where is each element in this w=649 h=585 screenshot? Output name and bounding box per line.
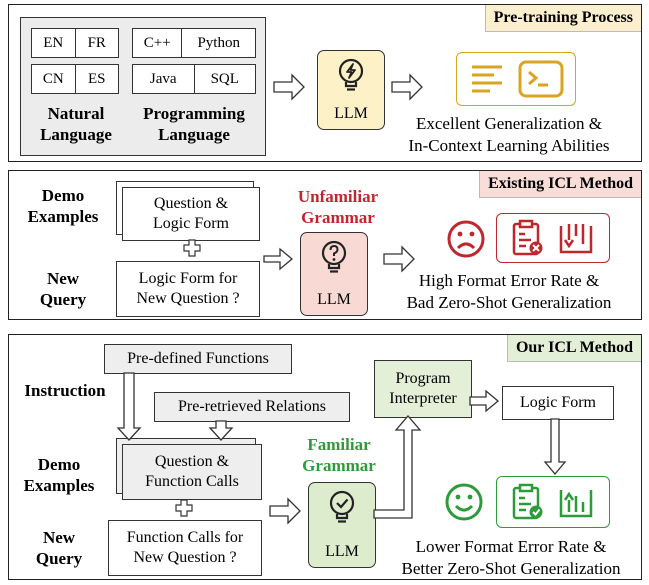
demo-examples-label-2: Demo Examples	[27, 186, 99, 226]
lang-en: EN	[43, 34, 64, 51]
terminal-icon	[518, 60, 564, 98]
predefined-functions-box: Pre-defined Functions	[104, 344, 292, 374]
lightbulb-question-icon	[321, 240, 347, 273]
lang-fr: FR	[74, 29, 119, 57]
instruction-label: Instruction	[24, 381, 106, 400]
llm-existing: LLM	[300, 232, 368, 316]
demo-box-3: Question & Function Calls	[122, 444, 262, 500]
query-box-2: Logic Form for New Question ?	[116, 261, 260, 317]
sad-face-icon	[447, 220, 485, 258]
pretrain-icons-frame	[456, 52, 576, 106]
lang-es: ES	[74, 65, 119, 93]
llm-label: LLM	[325, 543, 359, 560]
demo-examples-label-3: Demo Examples	[23, 455, 95, 495]
chart-up-icon	[559, 490, 593, 518]
query-box-3: Function Calls for New Question ?	[108, 520, 262, 576]
lang-sql: SQL	[193, 65, 256, 93]
programming-language-label: Programming Language	[134, 103, 254, 145]
pretraining-tag: Pre-training Process	[484, 5, 641, 32]
error-icons-frame	[496, 213, 610, 263]
programming-lang-row-2: Java SQL	[132, 64, 256, 94]
existing-result: High Format Error Rate & Bad Zero-Shot G…	[406, 271, 612, 312]
unfamiliar-grammar-label: Unfamiliar Grammar	[297, 187, 379, 227]
logic-form-box: Logic Form	[502, 386, 614, 420]
clipboard-error-icon	[512, 219, 543, 256]
natural-lang-row-2: CN ES	[31, 64, 119, 94]
preretrieved-relations-box: Pre-retrieved Relations	[154, 392, 350, 422]
existing-icl-tag: Existing ICL Method	[479, 171, 641, 198]
llm-label: LLM	[334, 105, 368, 122]
lang-cn: CN	[42, 70, 64, 87]
lang-cpp: C++	[143, 34, 171, 51]
success-icons-frame	[496, 476, 610, 528]
smile-face-icon	[445, 483, 483, 521]
lightbulb-bolt-icon	[338, 58, 364, 91]
llm-label: LLM	[317, 291, 351, 308]
programming-lang-row-1: C++ Python	[132, 28, 256, 58]
pretrain-result: Excellent Generalization & In-Context Le…	[408, 114, 610, 155]
our-icl-tag: Our ICL Method	[506, 335, 641, 362]
llm-pretrain: LLM	[317, 50, 385, 130]
natural-language-label: Natural Language	[26, 103, 126, 145]
familiar-grammar-label: Familiar Grammar	[302, 435, 376, 475]
our-result: Lower Format Error Rate & Better Zero-Sh…	[401, 537, 621, 578]
lang-java: Java	[149, 70, 177, 87]
lang-python: Python	[181, 29, 255, 57]
new-query-label-2: New Query	[39, 269, 87, 309]
llm-ours: LLM	[308, 482, 376, 568]
new-query-label-3: New Query	[35, 528, 83, 568]
natural-label-text: Natural Language	[40, 104, 112, 144]
clipboard-check-icon	[512, 483, 543, 520]
demo-box-2: Question & Logic Form	[122, 187, 260, 241]
chart-down-icon	[559, 224, 593, 254]
text-lines-icon	[472, 65, 502, 93]
natural-lang-row-1: EN FR	[31, 28, 119, 58]
lightbulb-check-icon	[329, 490, 355, 523]
programming-label-text: Programming Language	[143, 104, 245, 144]
program-interpreter-box: Program Interpreter	[374, 360, 472, 418]
